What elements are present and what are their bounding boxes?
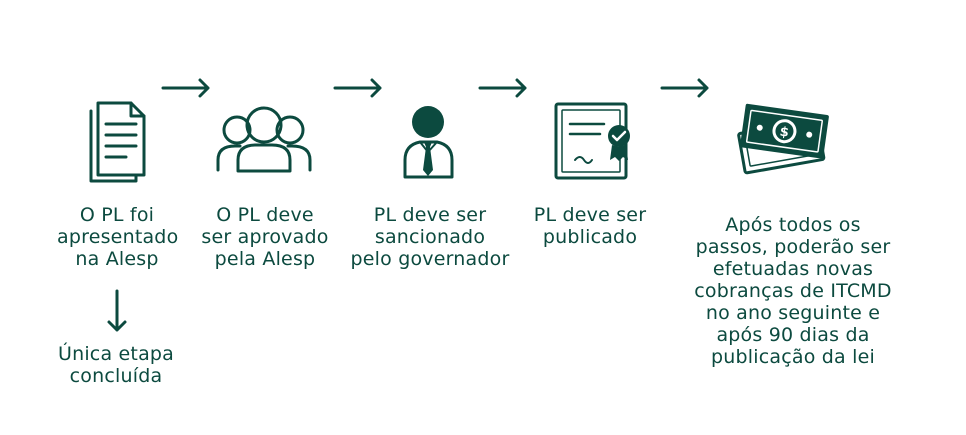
arrow-down-icon [107,289,127,332]
group-icon [216,106,312,173]
step-label: PL deve ser sancionado pelo governador [350,204,510,270]
money-icon: $ [737,103,829,175]
arrow-right-icon [333,78,382,98]
document-icon [89,101,146,183]
step-label: PL deve ser publicado [533,204,647,248]
svg-text:$: $ [779,125,790,141]
step-label: O PL foi apresentado na Alesp [57,204,179,270]
arrow-right-icon [660,78,709,98]
status-label: Única etapa concluída [57,343,175,387]
step-label: Após todos os passos, poderão ser efetua… [694,214,892,368]
step-label: O PL deve ser aprovado pela Alesp [201,204,329,270]
arrow-right-icon [478,78,527,98]
governor-icon [403,106,454,179]
certificate-icon [554,102,630,180]
arrow-right-icon [161,78,210,98]
